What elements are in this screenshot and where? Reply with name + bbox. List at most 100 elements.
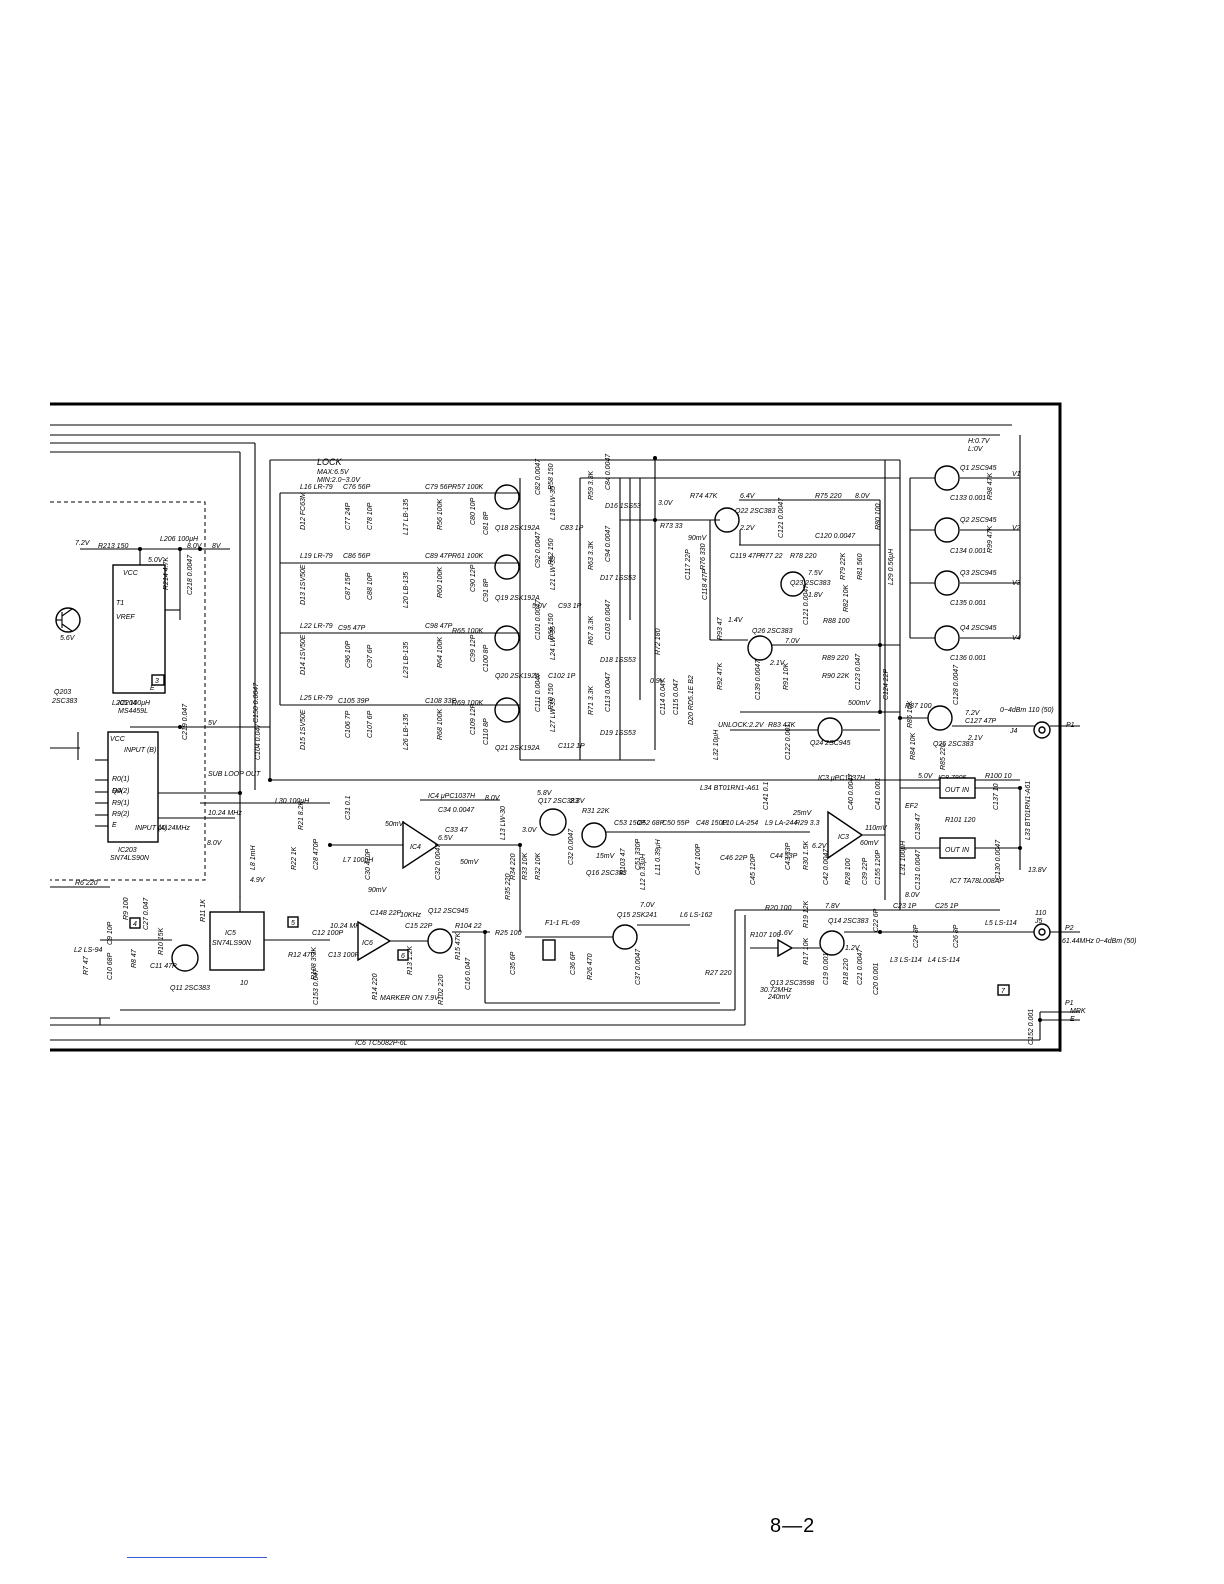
lower-row: R6 220 L2 LS-94 R7 47 C10 68P C9 10P R9 … — [50, 845, 1017, 1047]
svg-text:C94 0.0047: C94 0.0047 — [605, 525, 612, 562]
svg-text:EF2: EF2 — [905, 803, 918, 810]
svg-text:C40 0.0047: C40 0.0047 — [848, 773, 855, 810]
svg-text:10: 10 — [240, 980, 248, 987]
svg-text:L22 LR-79: L22 LR-79 — [300, 623, 333, 630]
svg-text:C22 6P: C22 6P — [873, 908, 880, 932]
svg-text:C155 120P: C155 120P — [875, 850, 882, 885]
svg-text:R61 100K: R61 100K — [452, 553, 483, 560]
right-switch-transistors: Q1 2SC945 Q2 2SC945 Q3 2SC945 Q4 2SC945 … — [909, 435, 1021, 662]
svg-text:R8 47: R8 47 — [131, 948, 138, 968]
svg-text:R15 47K: R15 47K — [455, 932, 462, 960]
svg-text:2SC383: 2SC383 — [51, 698, 77, 705]
svg-text:L10 LA-254: L10 LA-254 — [722, 820, 758, 827]
svg-text:C27 0.047: C27 0.047 — [143, 897, 150, 930]
svg-text:8.0V: 8.0V — [207, 840, 223, 847]
svg-text:C9 10P: C9 10P — [107, 921, 114, 945]
svg-text:C24 8P: C24 8P — [913, 924, 920, 948]
svg-text:J5: J5 — [1034, 918, 1043, 925]
svg-text:L34 BT01RN1-A61: L34 BT01RN1-A61 — [700, 785, 759, 792]
svg-text:Q12 2SC945: Q12 2SC945 — [428, 908, 469, 915]
svg-text:L11 0.39μH: L11 0.39μH — [655, 838, 662, 875]
svg-text:C135 0.001: C135 0.001 — [950, 600, 986, 607]
svg-text:C109 12P: C109 12P — [470, 704, 477, 735]
svg-text:R11 1K: R11 1K — [200, 899, 207, 922]
svg-text:C80 10P: C80 10P — [470, 497, 477, 525]
svg-text:C33 47: C33 47 — [445, 827, 469, 834]
svg-text:IC6 TC5082P-6L: IC6 TC5082P-6L — [355, 1040, 408, 1047]
svg-text:C20 0.001: C20 0.001 — [873, 963, 880, 995]
svg-text:C86 56P: C86 56P — [343, 553, 371, 560]
svg-text:R108 3.3K: R108 3.3K — [311, 947, 318, 980]
svg-text:R93 47: R93 47 — [717, 616, 724, 640]
svg-text:R75 220: R75 220 — [815, 493, 842, 500]
svg-text:90mV: 90mV — [368, 887, 388, 894]
svg-text:Q23 2SC383: Q23 2SC383 — [790, 580, 831, 587]
svg-text:C133 0.001: C133 0.001 — [950, 495, 986, 502]
svg-text:3.0V: 3.0V — [658, 500, 674, 507]
svg-text:OUT: OUT — [945, 847, 961, 854]
svg-text:Q26 2SC383: Q26 2SC383 — [752, 628, 793, 635]
svg-text:7: 7 — [1001, 988, 1006, 995]
svg-text:30.72MHz: 30.72MHz — [760, 987, 792, 994]
svg-text:10.24MHz: 10.24MHz — [158, 825, 190, 832]
svg-text:R101 120: R101 120 — [945, 817, 975, 824]
svg-text:R19 12K: R19 12K — [803, 900, 810, 928]
svg-text:L12 0.33μH: L12 0.33μH — [640, 853, 647, 890]
svg-text:C25 1P: C25 1P — [935, 903, 959, 910]
svg-text:C32 0.0047: C32 0.0047 — [568, 828, 575, 865]
svg-text:C148 22P: C148 22P — [370, 910, 401, 917]
svg-text:SUB LOOP OUT: SUB LOOP OUT — [208, 771, 261, 778]
ll-note: L:0V — [968, 446, 984, 453]
svg-text:QA: QA — [112, 788, 122, 795]
svg-text:5.0V: 5.0V — [148, 557, 164, 564]
svg-text:E: E — [150, 685, 155, 692]
svg-text:4: 4 — [133, 921, 137, 928]
svg-text:L26 LB-135: L26 LB-135 — [403, 714, 410, 750]
svg-text:OUT: OUT — [945, 787, 961, 794]
svg-text:IN: IN — [962, 847, 970, 854]
svg-text:C107 6P: C107 6P — [367, 710, 374, 738]
svg-text:R33 10K: R33 10K — [522, 852, 529, 880]
svg-text:3: 3 — [155, 678, 159, 685]
svg-text:2.3V: 2.3V — [569, 798, 586, 805]
svg-text:C118 47P: C118 47P — [702, 569, 709, 600]
svg-text:C42 0.0047: C42 0.0047 — [823, 848, 830, 885]
svg-text:D18 1SS53: D18 1SS53 — [600, 657, 636, 664]
vco-stage-2: L19 LR-79 C86 56P D13 1SV50E C87 15P C88… — [280, 525, 636, 610]
svg-text:R29 3.3: R29 3.3 — [795, 820, 820, 827]
svg-text:7.0V: 7.0V — [640, 902, 656, 909]
svg-text:C46 22P: C46 22P — [720, 855, 748, 862]
svg-text:Q15 2SK241: Q15 2SK241 — [617, 912, 657, 919]
svg-text:R18 220: R18 220 — [843, 958, 850, 985]
svg-text:R83 47K: R83 47K — [768, 722, 796, 729]
svg-text:V2: V2 — [1012, 525, 1021, 532]
svg-text:C122 0.001: C122 0.001 — [785, 724, 792, 760]
svg-text:8.0V: 8.0V — [485, 795, 501, 802]
svg-text:C15 22P: C15 22P — [405, 923, 433, 930]
svg-text:C21 0.0047: C21 0.0047 — [857, 948, 864, 985]
svg-text:R91 10K: R91 10K — [783, 662, 790, 690]
svg-text:C50 55P: C50 55P — [662, 820, 690, 827]
svg-text:L27 LW-35: L27 LW-35 — [550, 698, 557, 732]
svg-text:L19 LR-79: L19 LR-79 — [300, 553, 333, 560]
svg-text:R56 100K: R56 100K — [437, 499, 444, 530]
svg-text:R12 470: R12 470 — [288, 952, 315, 959]
svg-text:D19 1SS53: D19 1SS53 — [600, 730, 636, 737]
svg-text:C16 0.047: C16 0.047 — [465, 957, 472, 990]
svg-text:7.5V: 7.5V — [808, 570, 824, 577]
output-amp-q25: Q25 2SC383 R87 100 R86 10K R84 10K R85 2… — [900, 664, 1080, 770]
svg-text:Q14 2SC383: Q14 2SC383 — [828, 918, 869, 925]
svg-text:R214 4.7K: R214 4.7K — [163, 557, 170, 590]
svg-text:1.6V: 1.6V — [778, 930, 794, 937]
svg-text:L7 100μH: L7 100μH — [343, 857, 374, 864]
svg-text:C13 100P: C13 100P — [328, 952, 359, 959]
svg-text:SN74LS90N: SN74LS90N — [212, 940, 252, 947]
svg-text:C110 8P: C110 8P — [483, 718, 490, 745]
svg-text:L23 LB-135: L23 LB-135 — [403, 642, 410, 678]
svg-text:61.44MHz 0~4dBm (50): 61.44MHz 0~4dBm (50) — [1062, 938, 1137, 945]
svg-text:C11 47P: C11 47P — [150, 963, 177, 970]
svg-text:P2: P2 — [1065, 925, 1074, 932]
svg-text:R21 8.2K: R21 8.2K — [298, 800, 305, 830]
svg-text:R90 22K: R90 22K — [822, 673, 850, 680]
svg-text:L31 100μH: L31 100μH — [900, 840, 907, 875]
